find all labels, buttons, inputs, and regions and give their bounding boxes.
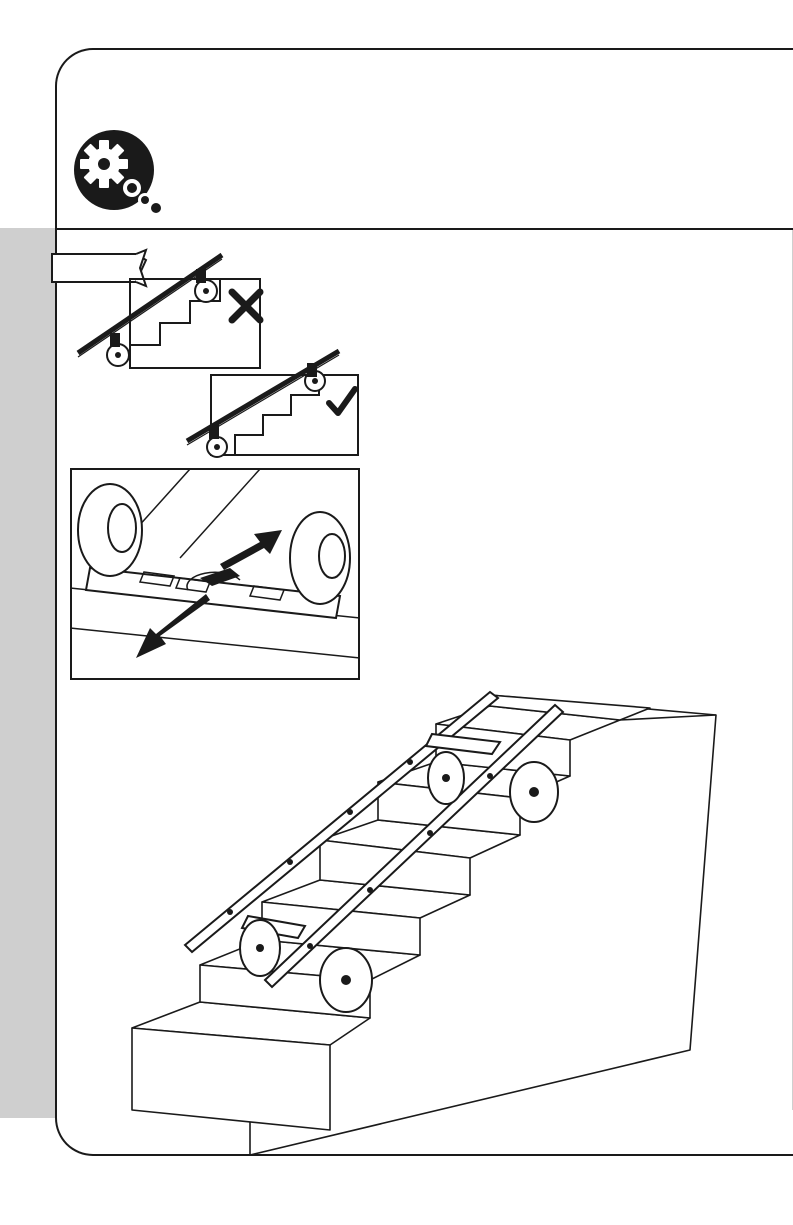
- side-band: [0, 228, 55, 1118]
- dolly-on-stairs-figure: [130, 690, 720, 1155]
- header-divider: [57, 228, 793, 230]
- cross-icon: [226, 286, 266, 326]
- check-icon: [325, 385, 359, 419]
- swivel-lock-detail-figure: [70, 468, 360, 680]
- gear-icon: [72, 128, 162, 218]
